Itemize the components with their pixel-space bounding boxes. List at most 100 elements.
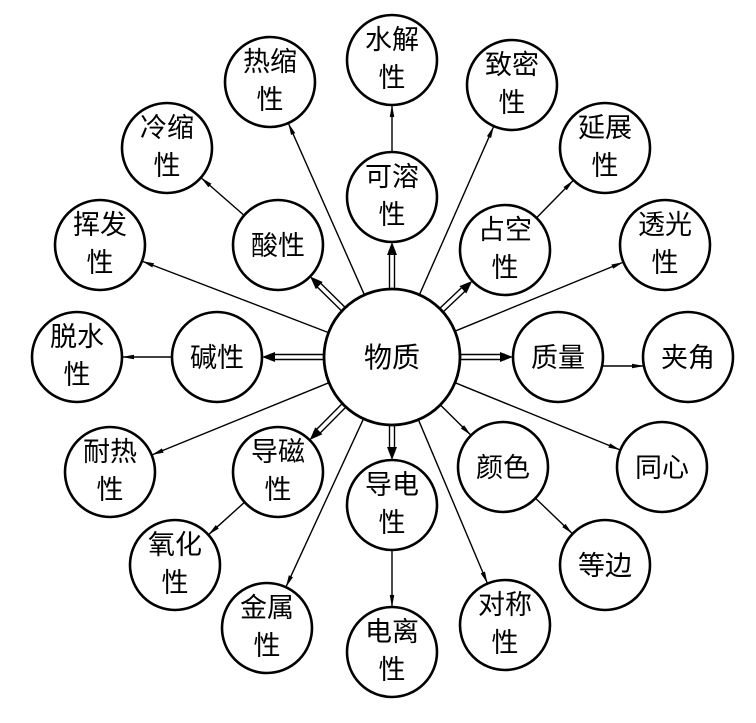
double-arrow-line [313,283,343,312]
node-circle [618,198,712,292]
node-label-line1: 耐热 [83,437,137,468]
node-label-line1: 占空 [478,215,532,246]
arrow-center-to-concentric [454,382,621,451]
arrow-center-to-color [439,404,472,436]
node-label-line2: 性 [379,200,406,231]
node-circle [220,581,314,675]
node-circle [63,425,157,519]
node-circle [223,35,317,129]
double-arrow-line [442,287,469,313]
node-oxidation: 氧化 性 [128,518,222,612]
node-label-line2: 性 [87,248,114,279]
node-label-line2: 性 [379,655,406,686]
node-electrical-conductivity: 导电 性 [345,458,439,552]
node-label-line2: 性 [254,631,281,662]
node-label-line2: 性 [257,85,284,116]
double-arrow-center-to-mass [460,352,513,362]
arrow-center-to-heat-resistance [151,382,330,456]
node-circle [558,101,652,195]
node-label-line1: 延展 [578,113,632,144]
node-label-line1: 挥发 [73,210,127,241]
node-label-line1: 金属 [240,593,294,624]
double-arrow-center-to-space-occupancy [439,280,473,313]
node-label-line2: 性 [379,63,406,94]
node-circle [231,425,325,519]
node-circle [615,420,709,514]
node-circle [345,458,439,552]
node-circle [458,203,552,297]
node-concentric: 同心 [615,420,709,514]
node-label-line1: 冷缩 [140,113,194,144]
node-circle [558,518,652,612]
node-label-line1: 透光 [638,210,692,241]
node-hydrolysis: 水解 性 [345,13,439,107]
node-label-line1: 氧化 [148,530,202,561]
node-label-line1: 脱水 [50,322,104,353]
node-label-line2: 性 [379,508,406,539]
edges-outer [141,122,624,588]
node-label: 颜色 [476,453,530,484]
node-dehydration: 脱水 性 [30,310,124,404]
node-color: 颜色 [456,420,550,514]
arrow-space-occupancy-to-ductility [535,179,575,219]
node-label-line2: 性 [499,88,526,119]
double-arrow-center-to-alkalinity [262,352,324,362]
node-label: 同心 [635,453,689,484]
arrow-center-to-heat-shrink [287,122,366,296]
node-label-line1: 可溶 [365,162,419,193]
node-heat-resistance: 耐热 性 [63,425,157,519]
arrow-color-to-equilateral [535,497,573,535]
node-label-line1: 电离 [365,617,419,648]
node-label-line2: 性 [592,151,619,182]
node-circle [53,198,147,292]
double-arrow-line [316,406,347,437]
node-label: 碱性 [190,343,244,374]
node-ductility: 延展 性 [558,101,652,195]
node-transparency: 透光 性 [618,198,712,292]
node-space-occupancy: 占空 性 [458,203,552,297]
node-equilateral: 等边 [558,518,652,612]
node-circle [345,150,439,244]
node-label-line2: 性 [652,248,679,279]
center-label: 物质 [364,341,420,374]
node-circle [511,310,605,404]
node-circle [128,518,222,612]
double-arrow-center-to-magnetic-conductivity [309,403,347,440]
node-angle: 夹角 [641,310,735,404]
node-circle [231,198,325,292]
node-volatility: 挥发 性 [53,198,147,292]
double-arrow-head [459,280,473,294]
node-circle [458,578,552,672]
node-circle [465,38,559,132]
node-label-line2: 性 [492,628,519,659]
node-magnetic-conductivity: 导磁 性 [231,425,325,519]
node-cold-shrink: 冷缩 性 [120,101,214,195]
center-node: 物质 [322,287,462,427]
node-symmetry: 对称 性 [458,578,552,672]
node-heat-shrink: 热缩 性 [223,35,317,129]
node-alkalinity: 碱性 [170,310,264,404]
arrow-center-to-density [418,125,495,296]
node-label-line2: 性 [265,475,292,506]
double-arrow-line [313,403,343,433]
double-arrow-line [317,279,346,308]
node-label-line2: 性 [154,151,181,182]
arrow-magnetic-conductivity-to-oxidation [207,501,246,536]
node-circle [170,310,264,404]
double-arrow-center-to-solubility [387,242,397,289]
node-circle [120,101,214,195]
node-circle [345,605,439,699]
node-density: 致密 性 [465,38,559,132]
node-acidity: 酸性 [231,198,325,292]
node-mass: 质量 [511,310,605,404]
double-arrow-line [439,284,466,309]
double-arrow-center-to-acidity [310,276,346,312]
double-arrow-center-to-electrical-conductivity [387,425,397,460]
node-label-line2: 性 [97,475,124,506]
node-label: 夹角 [661,343,715,374]
double-arrow-head [310,276,323,290]
edges-inner-double [262,242,513,460]
arrow-center-to-metallicity [285,418,365,588]
node-circle [641,310,735,404]
